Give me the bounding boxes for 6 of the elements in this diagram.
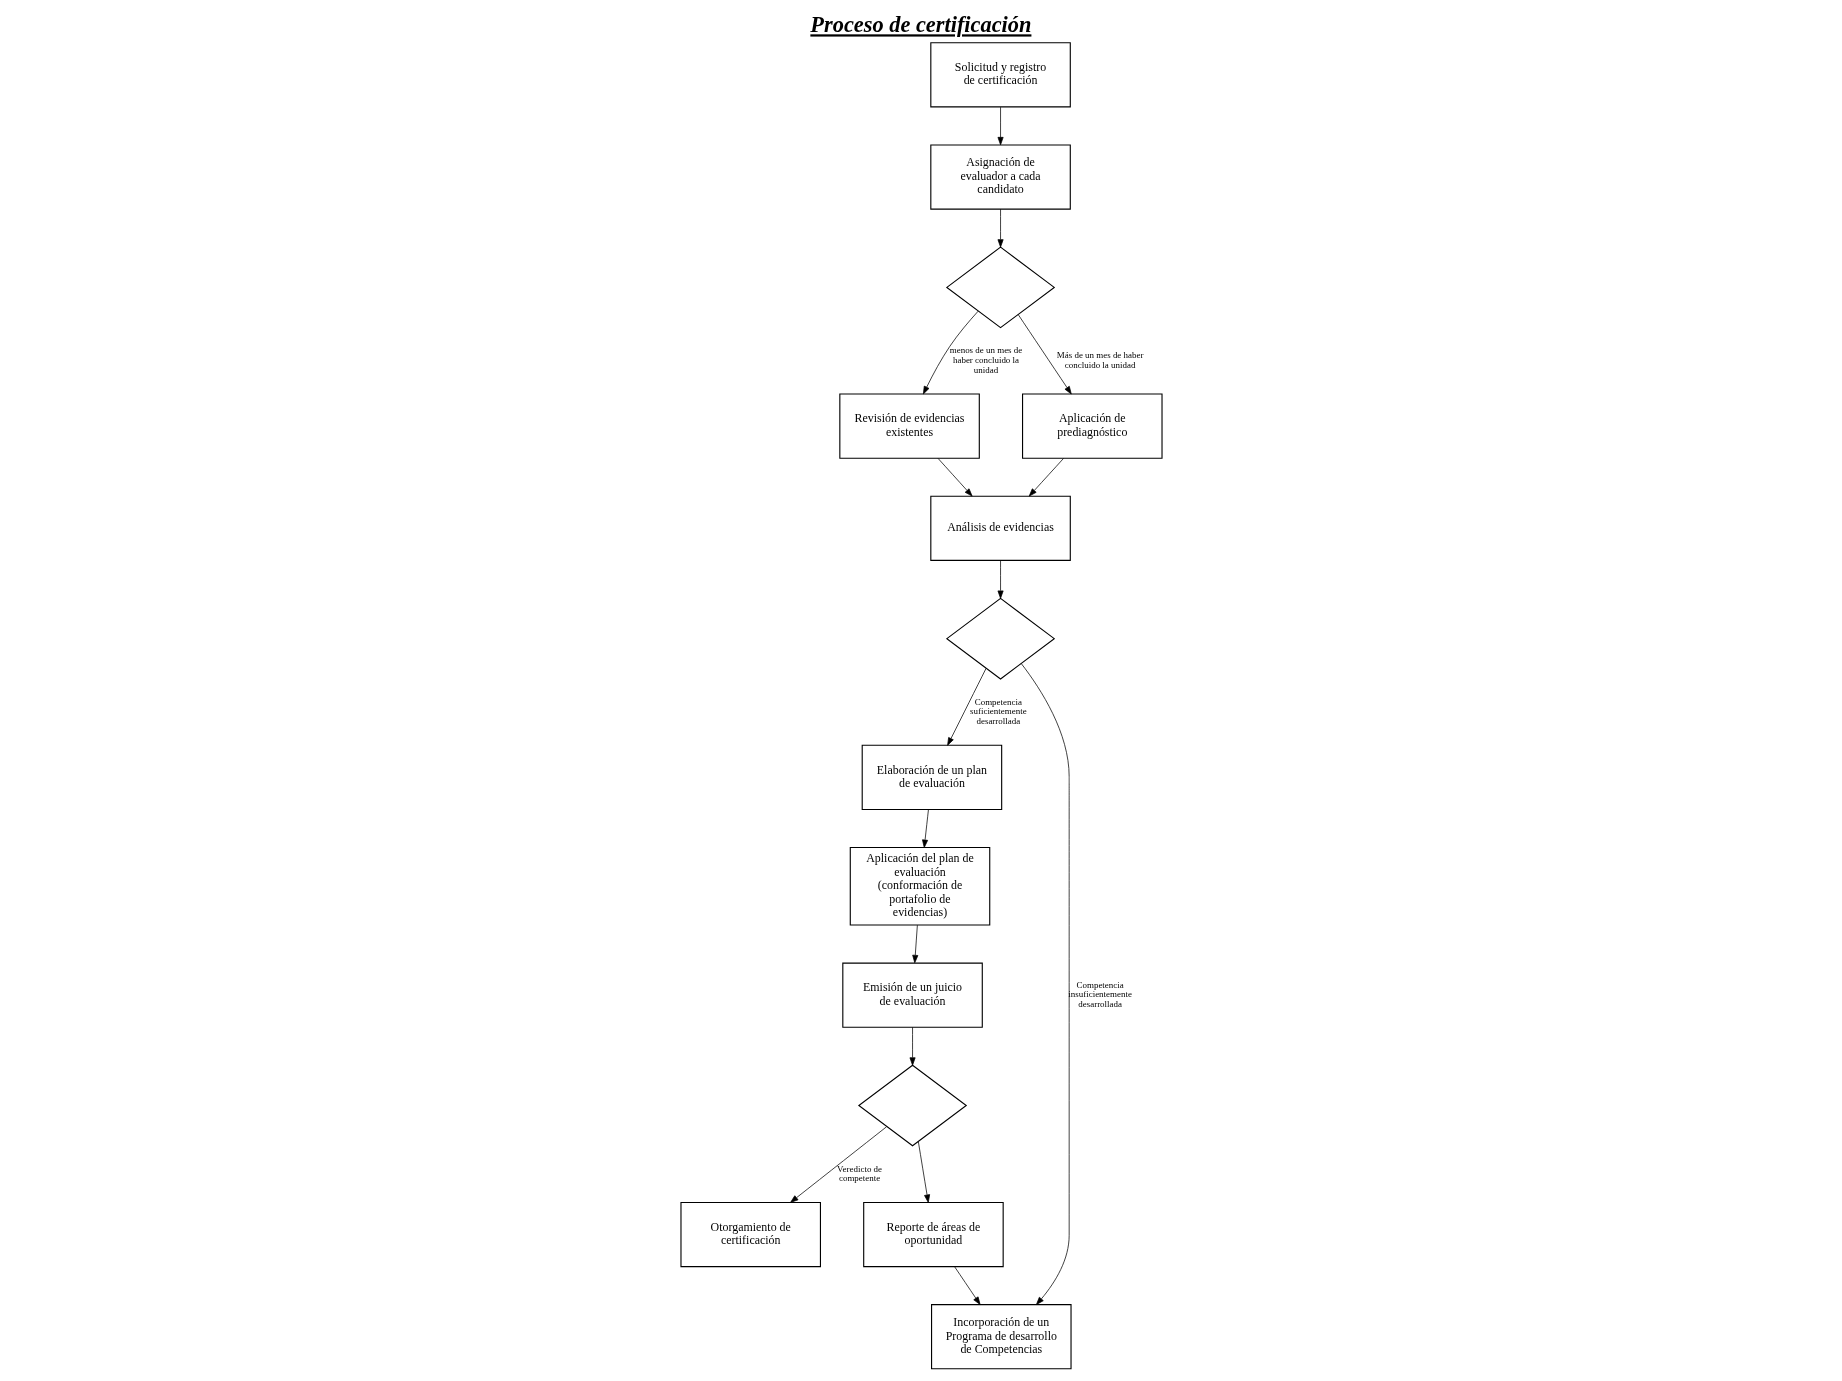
edge-label: menos de un mes de haber concluido la unidad [949, 345, 1022, 375]
edge-label: Competencia suficientemente desarrollada [969, 696, 1027, 727]
edge-label: Competencia insuficientemente desarrollada [1067, 979, 1132, 1010]
diagram-title: Proceso de certificación [809, 12, 1031, 38]
edge-label: Veredicto de competente [836, 1163, 882, 1184]
edge-label: Más de un mes de haber concluido la unidad [1056, 350, 1143, 371]
